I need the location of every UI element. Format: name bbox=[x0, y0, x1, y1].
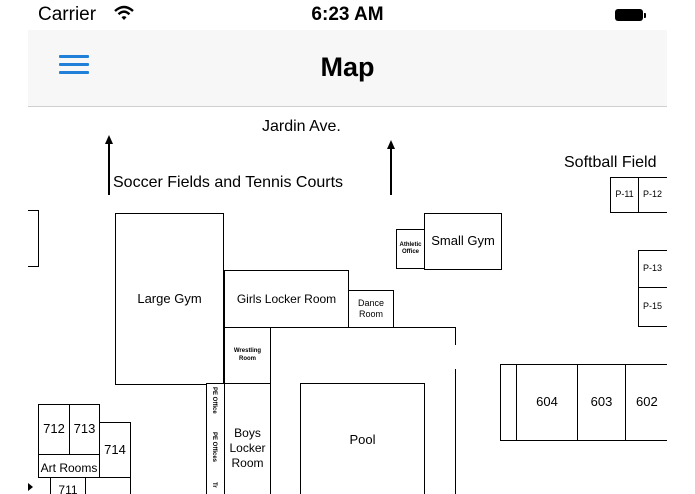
wifi-icon bbox=[114, 5, 134, 20]
athletic-office[interactable]: Athletic Office bbox=[396, 229, 425, 269]
right-arrow-icon bbox=[28, 483, 33, 491]
room-p11[interactable]: P-11 bbox=[610, 177, 639, 213]
room-713[interactable]: 713 bbox=[69, 404, 100, 455]
right-arrow-line bbox=[390, 145, 392, 195]
status-time: 6:23 AM bbox=[311, 4, 384, 25]
room-p15[interactable]: P-15 bbox=[638, 287, 667, 327]
left-arrow-line bbox=[108, 139, 110, 195]
room-p12[interactable]: P-12 bbox=[638, 177, 667, 213]
up-arrow-icon bbox=[387, 140, 395, 149]
navigation-bar: Map bbox=[28, 30, 667, 107]
room-711[interactable]: 711 bbox=[50, 477, 86, 494]
up-arrow-icon bbox=[105, 135, 113, 144]
soccer-fields-label: Soccer Fields and Tennis Courts bbox=[113, 174, 344, 191]
softball-field-label: Softball Field bbox=[564, 154, 657, 171]
corridor-line bbox=[348, 327, 456, 328]
pe-office-column bbox=[206, 383, 225, 494]
street-label: Jardin Ave. bbox=[262, 118, 341, 135]
building-600-end bbox=[500, 364, 517, 441]
battery-tip bbox=[644, 13, 646, 18]
large-gym[interactable]: Large Gym bbox=[115, 213, 224, 385]
room-714[interactable]: 714 bbox=[99, 422, 131, 478]
girls-locker-room[interactable]: Girls Locker Room bbox=[224, 270, 349, 328]
corridor-line bbox=[455, 327, 456, 345]
status-bar: Carrier 6:23 AM bbox=[28, 0, 667, 30]
room-603[interactable]: 603 bbox=[577, 364, 626, 441]
hamburger-menu-icon[interactable] bbox=[59, 55, 91, 79]
room-p13[interactable]: P-13 bbox=[638, 250, 667, 288]
boys-locker-room[interactable]: Boys Locker Room bbox=[224, 383, 271, 494]
corridor-line bbox=[99, 477, 131, 478]
small-gym[interactable]: Small Gym bbox=[424, 213, 502, 270]
carrier-label: Carrier bbox=[38, 4, 97, 25]
page-title: Map bbox=[320, 52, 375, 82]
corridor-line bbox=[455, 369, 456, 494]
corridor-line bbox=[130, 477, 131, 494]
wrestling-room[interactable]: Wrestling Room bbox=[224, 327, 271, 384]
dance-room[interactable]: Dance Room bbox=[348, 290, 394, 328]
campus-map[interactable]: Jardin Ave. Soccer Fields and Tennis Cou… bbox=[28, 107, 667, 494]
pe-office-label: PE Office bbox=[211, 387, 217, 414]
room-602[interactable]: 602 bbox=[625, 364, 667, 441]
phone-screen: Carrier 6:23 AM Map Jardin Ave. Soccer F… bbox=[28, 0, 667, 494]
art-rooms[interactable]: Art Rooms bbox=[38, 454, 100, 478]
tr-label: Tr bbox=[211, 482, 217, 488]
map-building-outline bbox=[28, 210, 39, 267]
room-712[interactable]: 712 bbox=[38, 404, 70, 455]
pe-offices-label: PE Offices bbox=[211, 432, 217, 463]
pool[interactable]: Pool bbox=[300, 383, 425, 494]
battery-icon bbox=[615, 9, 643, 21]
room-604[interactable]: 604 bbox=[516, 364, 578, 441]
